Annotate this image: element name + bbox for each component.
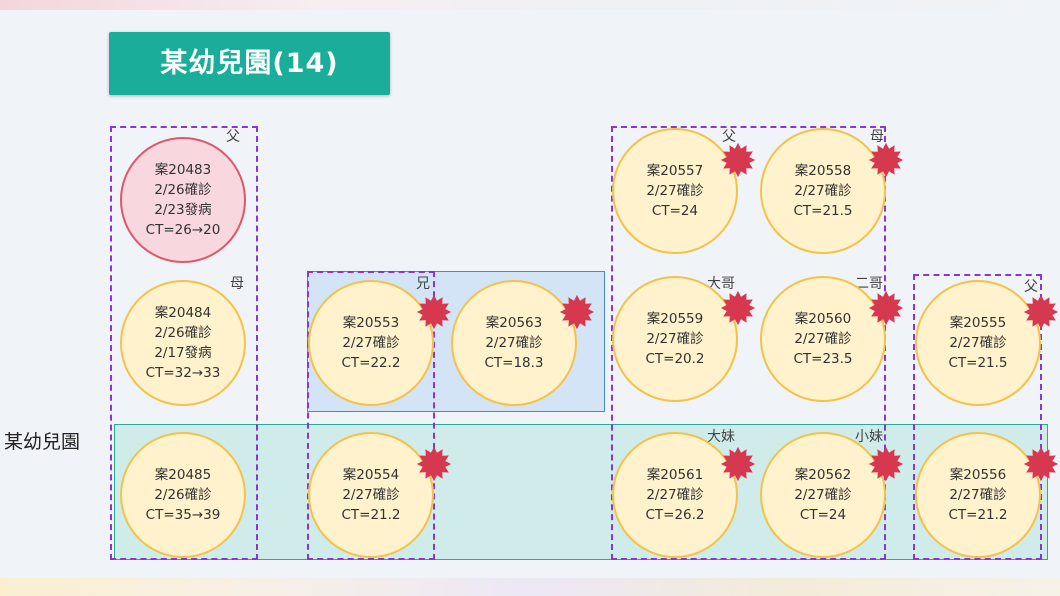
case-node-20560: 案20560 2/27確診 CT=23.5 [760, 276, 886, 402]
case-detail: 2/27確診 [342, 487, 400, 503]
case-id: 案20554 [342, 467, 400, 483]
case-id: 案20557 [646, 163, 704, 179]
case-id: 案20561 [646, 467, 704, 483]
case-node-20555: 案20555 2/27確診 CT=21.5 [915, 280, 1041, 406]
case-id: 案20483 [154, 162, 212, 178]
case-node-20558: 案20558 2/27確診 CT=21.5 [760, 128, 886, 254]
case-detail: CT=21.2 [341, 507, 401, 523]
new-case-star-icon [1023, 446, 1059, 482]
relation-label: 小妹 [855, 429, 883, 445]
new-case-star-icon [720, 446, 756, 482]
kindergarten-region [114, 424, 1048, 560]
case-detail: 2/27確診 [794, 331, 852, 347]
case-detail: CT=24 [651, 203, 699, 219]
case-node-20557: 案20557 2/27確診 CT=24 [612, 128, 738, 254]
case-id: 案20556 [949, 467, 1007, 483]
case-id: 案20555 [949, 315, 1007, 331]
case-detail: 2/27確診 [485, 335, 543, 351]
new-case-star-icon [868, 142, 904, 178]
new-case-star-icon [416, 294, 452, 330]
relation-label: 兄 [416, 276, 430, 292]
case-id: 案20560 [794, 311, 852, 327]
relation-label: 二哥 [855, 276, 883, 292]
case-detail: 2/26確診 [154, 487, 212, 503]
case-node-20559: 案20559 2/27確診 CT=20.2 [612, 276, 738, 402]
case-node-20562: 案20562 2/27確診 CT=24 [760, 432, 886, 558]
case-detail: 2/23發病 [154, 202, 212, 218]
case-detail: 2/27確診 [342, 335, 400, 351]
new-case-star-icon [720, 290, 756, 326]
case-id: 案20558 [794, 163, 852, 179]
kindergarten-row-label: 某幼兒園 [4, 431, 81, 453]
case-detail: CT=26.2 [645, 507, 705, 523]
family-group-1 [110, 126, 258, 560]
case-detail: 2/26確診 [154, 182, 212, 198]
case-node-20556: 案20556 2/27確診 CT=21.2 [915, 432, 1041, 558]
case-detail: 2/27確診 [646, 487, 704, 503]
new-case-star-icon [868, 446, 904, 482]
case-detail: CT=21.2 [948, 507, 1008, 523]
case-detail: CT=18.3 [484, 355, 544, 371]
case-detail: 2/27確診 [794, 183, 852, 199]
case-detail: 2/27確診 [646, 183, 704, 199]
new-case-star-icon [416, 446, 452, 482]
case-node-20553: 案20553 2/27確診 CT=22.2 [308, 280, 434, 406]
new-case-star-icon [720, 142, 756, 178]
case-id: 案20484 [154, 305, 212, 321]
case-node-20483: 案20483 2/26確診 2/23發病 CT=26→20 [120, 137, 246, 263]
case-detail: 2/27確診 [949, 335, 1007, 351]
new-case-star-icon [1023, 294, 1059, 330]
relation-label: 大哥 [707, 276, 735, 292]
case-node-20485: 案20485 2/26確診 CT=35→39 [120, 432, 246, 558]
case-detail: 2/26確診 [154, 325, 212, 341]
case-id: 案20553 [342, 315, 400, 331]
case-id: 案20485 [154, 467, 212, 483]
relation-label: 大妹 [707, 429, 735, 445]
case-detail: 2/27確診 [646, 331, 704, 347]
case-detail: 2/17發病 [154, 345, 212, 361]
new-case-star-icon [559, 294, 595, 330]
case-id: 案20559 [646, 311, 704, 327]
case-detail: CT=23.5 [793, 351, 853, 367]
case-node-20484: 案20484 2/26確診 2/17發病 CT=32→33 [120, 280, 246, 406]
relation-label: 父 [722, 129, 736, 145]
case-node-20561: 案20561 2/27確診 CT=26.2 [612, 432, 738, 558]
case-detail: CT=32→33 [145, 365, 221, 381]
case-detail: CT=22.2 [341, 355, 401, 371]
family-group-4 [913, 274, 1042, 560]
relation-label: 母 [870, 129, 884, 145]
case-detail: 2/27確診 [949, 487, 1007, 503]
bottom-decor-strip [0, 578, 1060, 596]
case-node-20563: 案20563 2/27確診 CT=18.3 [451, 280, 577, 406]
case-detail: CT=24 [799, 507, 847, 523]
case-id: 案20563 [485, 315, 543, 331]
relation-label: 父 [1024, 279, 1038, 295]
case-node-20554: 案20554 2/27確診 CT=21.2 [308, 432, 434, 558]
case-detail: CT=26→20 [145, 222, 221, 238]
case-detail: CT=20.2 [645, 351, 705, 367]
family-group-2 [307, 271, 435, 560]
relation-label: 母 [230, 276, 244, 292]
cluster-title: 某幼兒園(14) [109, 32, 390, 95]
new-case-star-icon [868, 290, 904, 326]
case-detail: CT=21.5 [948, 355, 1008, 371]
case-detail: CT=35→39 [145, 507, 221, 523]
case-id: 案20562 [794, 467, 852, 483]
case-detail: 2/27確診 [794, 487, 852, 503]
case-detail: CT=21.5 [793, 203, 853, 219]
relation-label: 父 [226, 129, 240, 145]
top-decor-strip [0, 0, 1060, 10]
